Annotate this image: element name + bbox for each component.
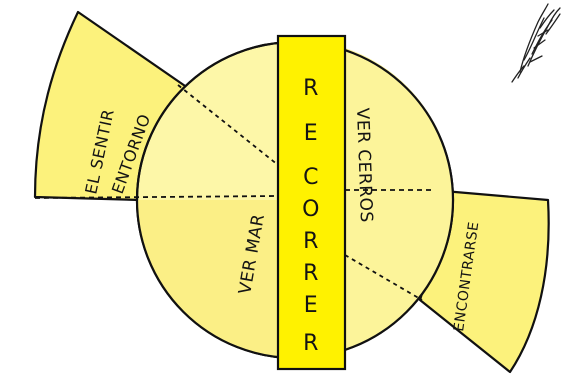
center-letter: R — [303, 261, 319, 286]
sketch-scribble — [512, 4, 560, 82]
center-letter: R — [303, 229, 319, 254]
center-letter: E — [304, 121, 318, 146]
center-letter: C — [303, 165, 319, 190]
center-letter: R — [303, 331, 319, 356]
label-ver-cerros: VER CERROS — [352, 107, 376, 223]
center-letter: R — [303, 76, 319, 101]
center-letter: O — [302, 197, 320, 222]
center-letter: E — [304, 293, 318, 318]
